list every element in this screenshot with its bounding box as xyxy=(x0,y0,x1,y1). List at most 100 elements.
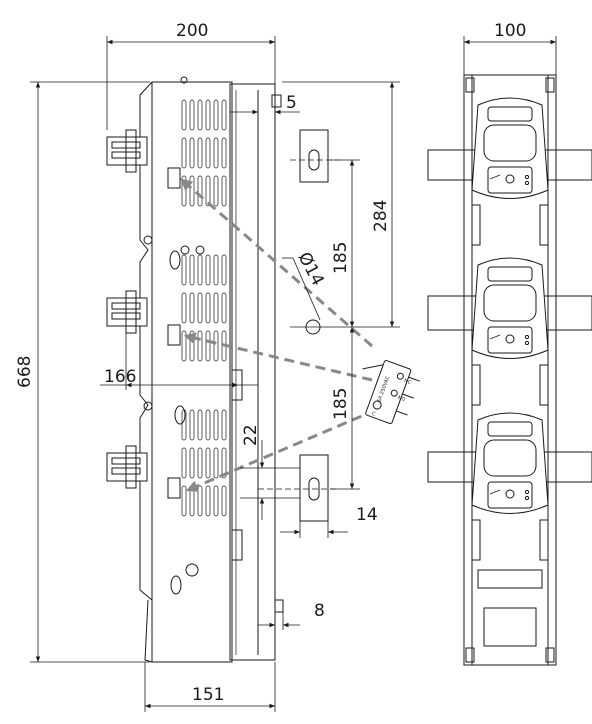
vent-slot xyxy=(197,330,203,362)
vent-slot xyxy=(213,409,219,441)
fuse-carrier-part xyxy=(505,334,515,344)
vent-slot xyxy=(205,175,211,207)
vent-slot xyxy=(197,292,203,324)
vent-slot xyxy=(205,137,211,169)
vent-slot xyxy=(221,175,227,207)
dim-185-lower-label: 185 xyxy=(331,388,351,420)
vent-slot xyxy=(197,485,203,517)
vent-slot xyxy=(181,330,187,362)
fuse-carrier-part xyxy=(487,266,533,282)
vent-slot xyxy=(189,447,195,479)
vent-slot xyxy=(221,409,227,441)
dim-151-label: 151 xyxy=(192,685,224,705)
vent-slot xyxy=(205,254,211,286)
vent-slot xyxy=(213,254,219,286)
clamp-bottom xyxy=(106,445,148,489)
fuse-carrier-part xyxy=(524,174,530,180)
fuse-carrier-part xyxy=(489,334,501,340)
dim-22-label: 22 xyxy=(241,424,261,446)
fuse-carrier-part xyxy=(471,412,549,514)
switch-c-label: C xyxy=(371,411,377,418)
clamp-top xyxy=(106,129,148,173)
vent-slot xyxy=(181,175,187,207)
dim-284-label: 284 xyxy=(371,200,391,232)
vent-slot xyxy=(197,99,203,131)
vent-slot xyxy=(213,447,219,479)
vent-slot xyxy=(205,99,211,131)
fuse-carrier-part xyxy=(471,364,481,406)
vent-slot xyxy=(181,485,187,517)
fuse-carrier-part xyxy=(505,489,515,499)
fuse-carrier-part xyxy=(524,340,530,346)
fuse-carrier-part xyxy=(524,495,530,501)
fuse-carrier-part xyxy=(471,519,481,561)
vent-slot xyxy=(221,447,227,479)
fuse-carrier xyxy=(471,257,549,406)
fuse-carrier-part xyxy=(489,489,501,495)
switch-no-label: NO xyxy=(397,395,406,403)
front-view xyxy=(427,74,592,666)
dim-5-label: 5 xyxy=(286,93,297,113)
vent-slot xyxy=(181,292,187,324)
fuse-carrier-part xyxy=(524,334,530,340)
fuse-carrier-part xyxy=(471,204,481,246)
vent-slot xyxy=(197,254,203,286)
fuse-carrier-part xyxy=(489,174,501,180)
vent-slot xyxy=(221,254,227,286)
fuse-carrier-part xyxy=(483,284,537,322)
vent-slot xyxy=(213,175,219,207)
mounting-plate-top xyxy=(290,129,338,183)
vent-slot xyxy=(197,447,203,479)
dim-14-label: 14 xyxy=(356,505,378,525)
vent-slot xyxy=(213,330,219,362)
fuse-carrier-part xyxy=(487,106,533,122)
vent-slots xyxy=(181,99,227,517)
mounting-plate-bottom xyxy=(258,454,338,522)
dim-100-label: 100 xyxy=(494,21,526,41)
fuse-carrier-part xyxy=(524,180,530,186)
switch-nc-label: NC xyxy=(403,378,412,386)
dim-166-label: 166 xyxy=(104,367,136,387)
fuse-units xyxy=(471,97,549,561)
vent-slot xyxy=(197,409,203,441)
vent-slot xyxy=(221,485,227,517)
vent-slot xyxy=(181,137,187,169)
dim-668-label: 668 xyxy=(15,356,35,388)
vent-slot xyxy=(189,99,195,131)
fuse-carrier-part xyxy=(505,174,515,184)
fuse-carrier-part xyxy=(471,257,549,359)
fuse-carrier-part xyxy=(483,124,537,162)
dimension-lines xyxy=(30,36,557,712)
vent-slot xyxy=(189,137,195,169)
vent-slot xyxy=(205,292,211,324)
vent-slot xyxy=(213,99,219,131)
vent-slot xyxy=(205,409,211,441)
fuse-carrier xyxy=(471,412,549,561)
vent-slot xyxy=(205,447,211,479)
vent-slot xyxy=(189,292,195,324)
fuse-carrier-part xyxy=(539,519,549,561)
dim-200-label: 200 xyxy=(176,21,208,41)
micro-switch: 5A 250VAC NC NO C xyxy=(362,360,421,425)
fuse-carrier-part xyxy=(539,204,549,246)
side-view xyxy=(106,76,400,663)
vent-slot xyxy=(221,99,227,131)
fuse-carrier-part xyxy=(487,166,533,194)
fuse-carrier-part xyxy=(471,97,549,199)
vent-slot xyxy=(189,409,195,441)
vent-slot xyxy=(213,485,219,517)
vent-slot xyxy=(181,447,187,479)
vent-slot xyxy=(181,99,187,131)
vent-slot xyxy=(205,485,211,517)
dim-185-upper-label: 185 xyxy=(331,242,351,274)
fuse-carrier-part xyxy=(524,489,530,495)
vent-slot xyxy=(205,330,211,362)
clamp-middle xyxy=(106,290,148,334)
fuse-carrier xyxy=(471,97,549,246)
vent-slot xyxy=(213,292,219,324)
fuse-carrier-part xyxy=(487,326,533,354)
vent-slot xyxy=(197,175,203,207)
vent-slot xyxy=(197,137,203,169)
vent-slot xyxy=(221,292,227,324)
